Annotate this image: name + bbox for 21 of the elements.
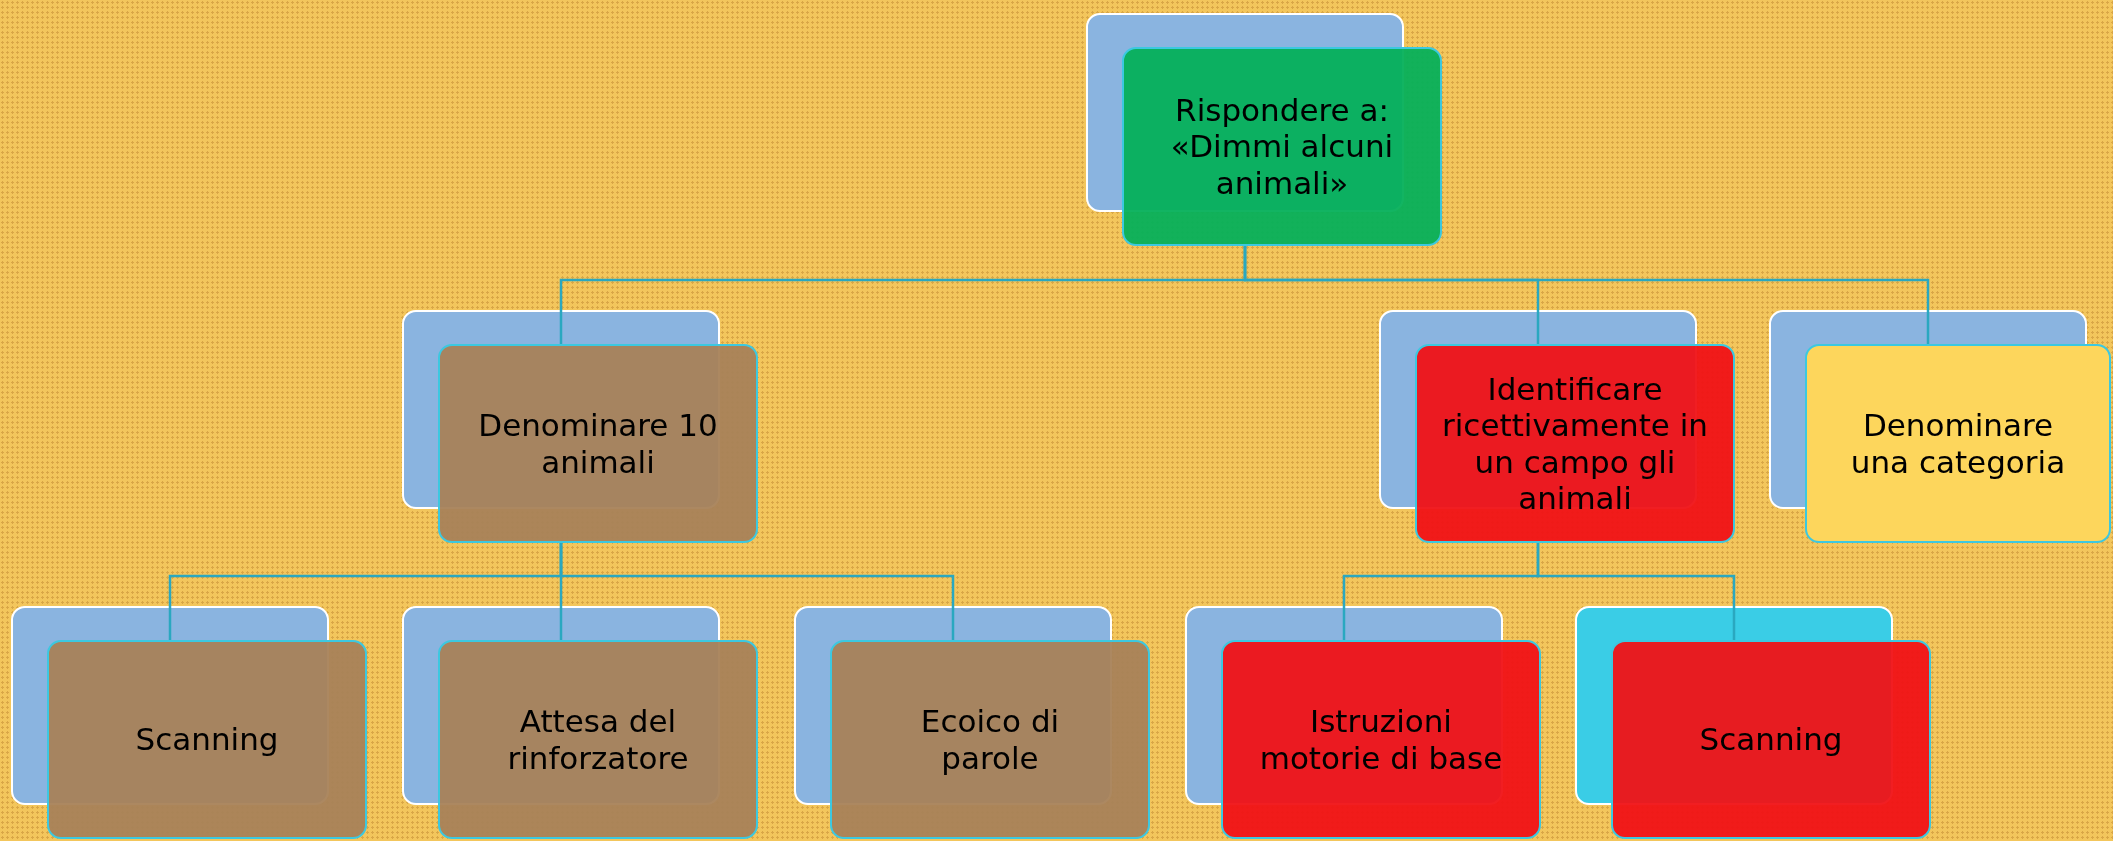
box-label: Rispondere a: «Dimmi alcuni animali» [1169,92,1395,201]
box-label: Attesa del rinforzatore [506,703,690,776]
connector-line [559,543,955,640]
box-label: Scanning [135,721,279,758]
chart-box [47,640,367,839]
chart-box [1122,47,1442,246]
box-label: Istruzioni motorie di base [1258,703,1504,776]
box-label: Scanning [1699,721,1843,758]
chart-box [438,640,758,839]
box-label: Denominare 10 animali [477,407,719,480]
chart-box [1611,640,1931,839]
connector-line [1536,543,1736,640]
chart-box [438,344,758,543]
chart-box [1221,640,1541,839]
chart-box [1805,344,2111,543]
box-label: Identificare ricettivamente in un campo gli animali [1441,370,1709,517]
connector-line [1243,246,1930,344]
chart-box [1415,344,1735,543]
chart-box [830,640,1150,839]
box-label: Denominare una categoria [1849,407,2067,480]
box-label: Ecoico di parole [919,703,1061,776]
